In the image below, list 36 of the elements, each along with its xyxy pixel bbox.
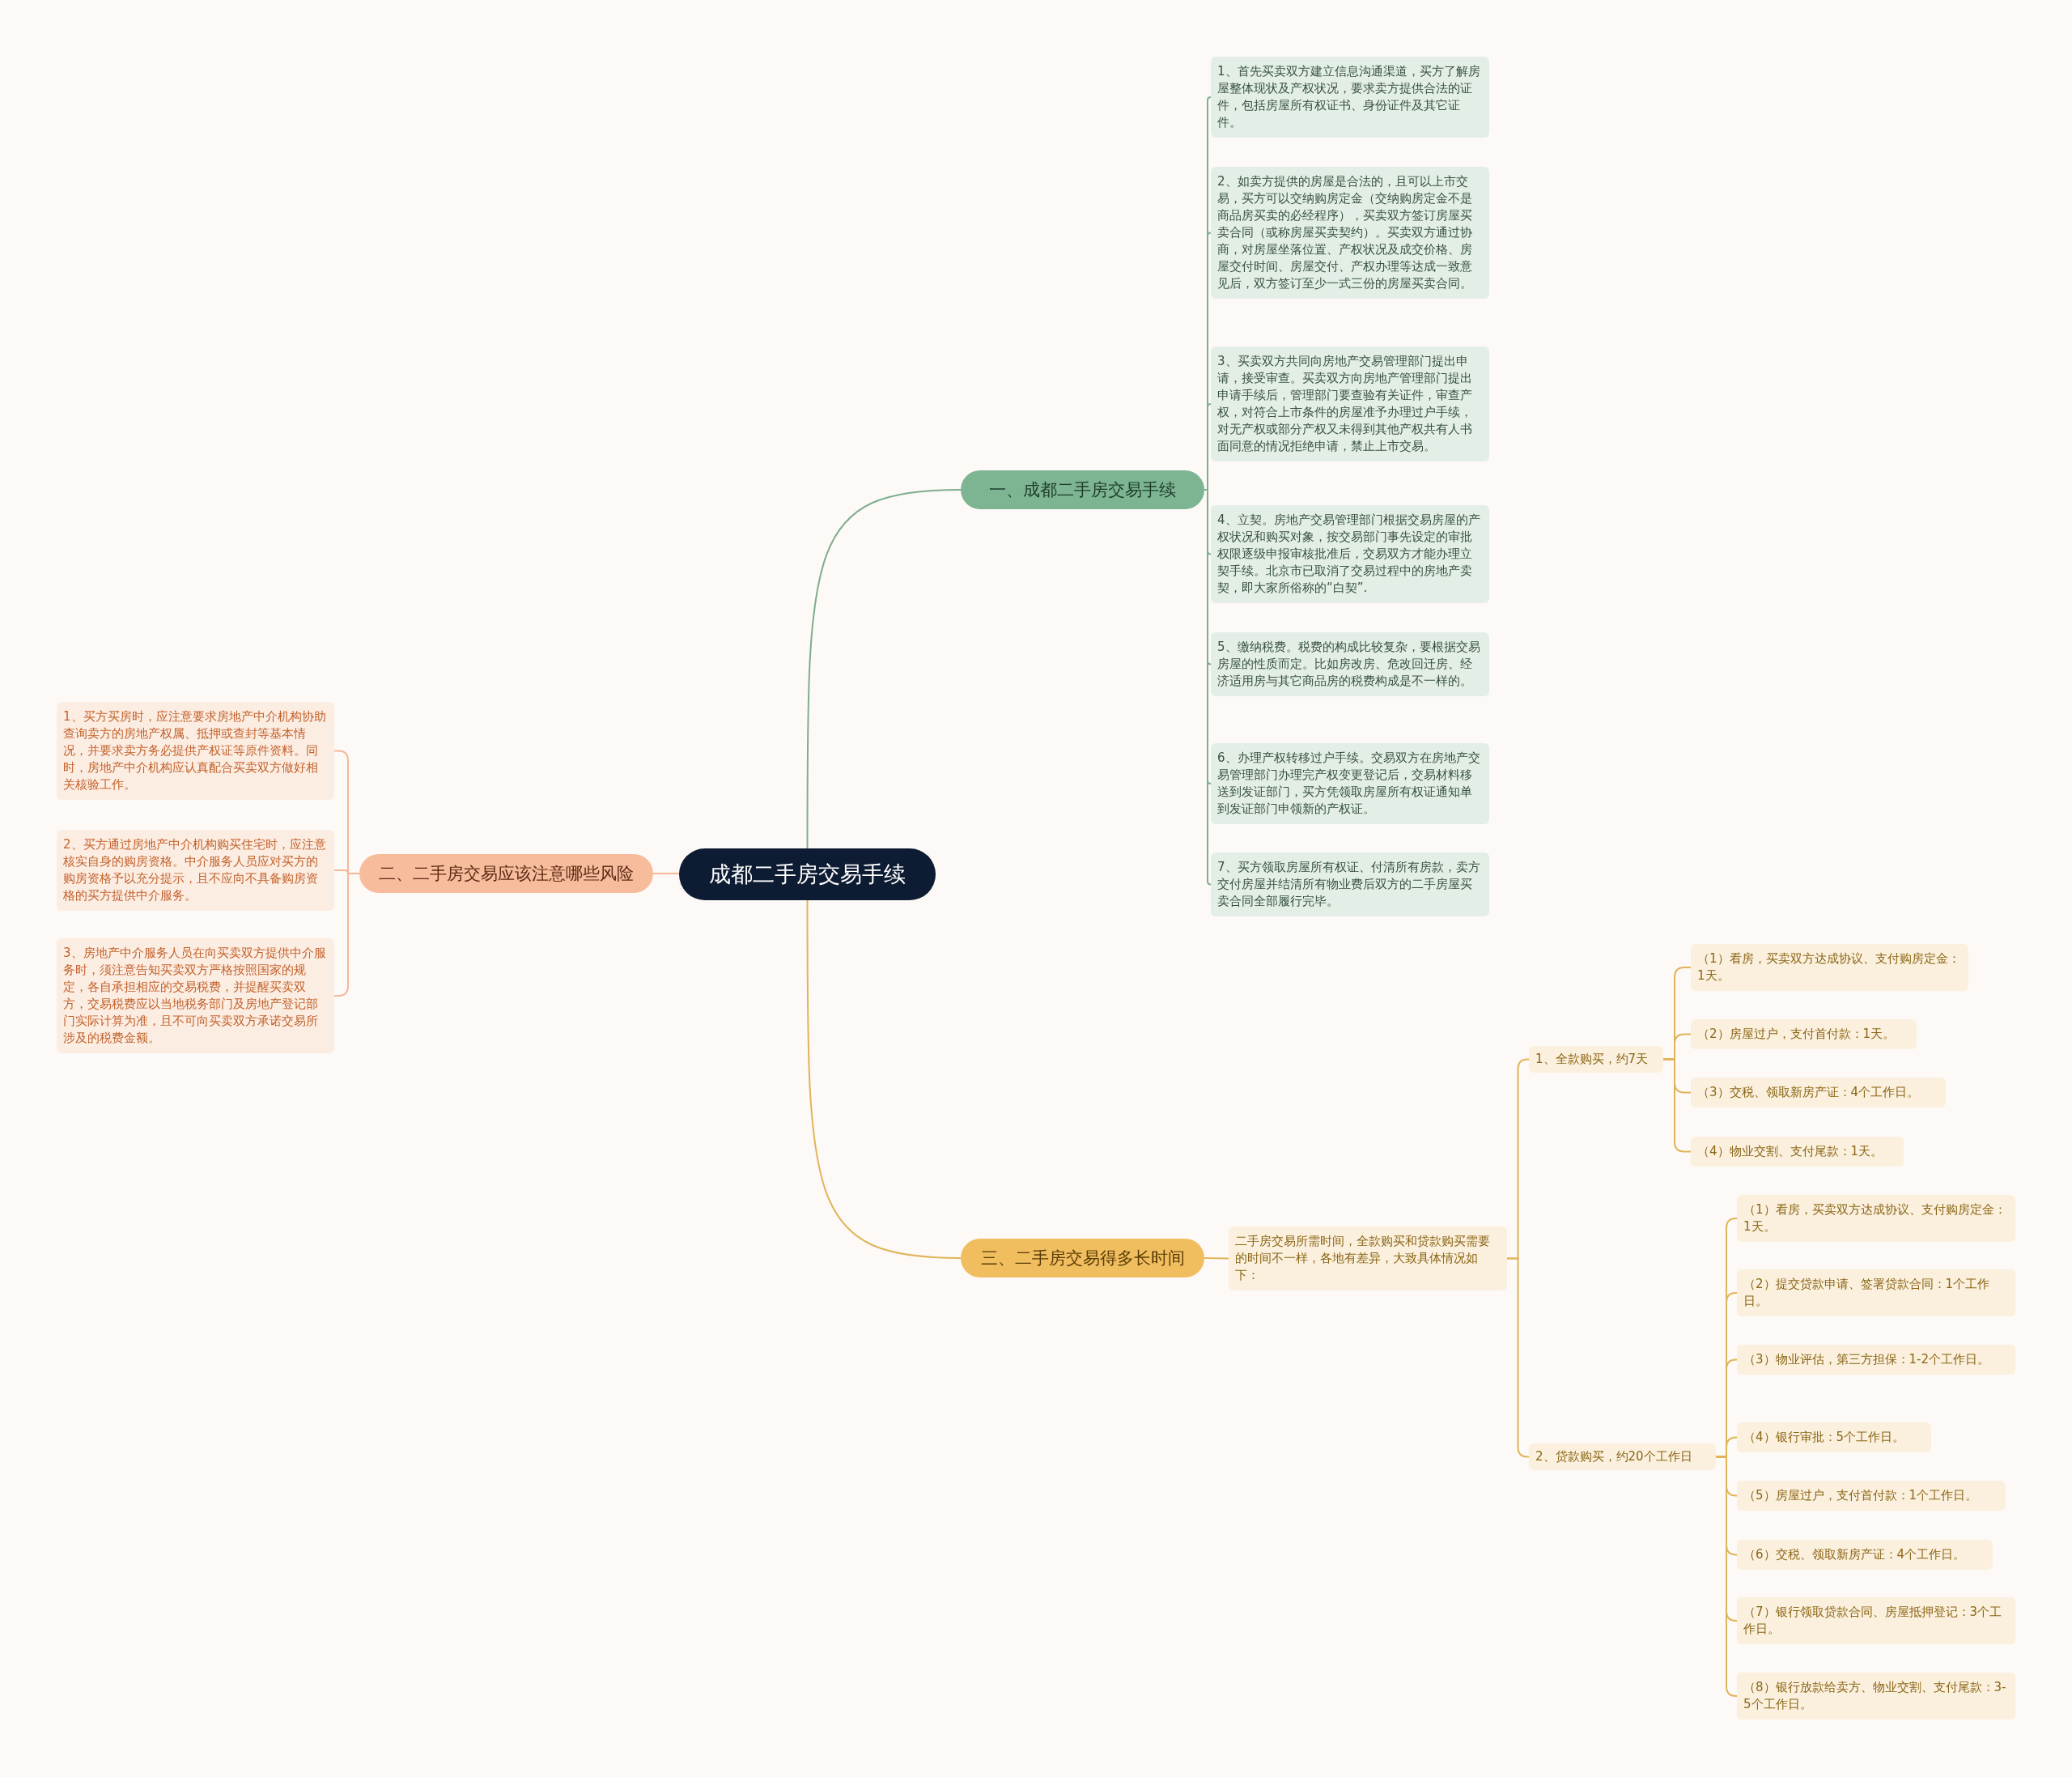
topic-card: 2、如卖方提供的房屋是合法的，且可以上市交易，买方可以交纳购房定金（交纳购房定金不是商品房买卖的必经程序），买卖双方签订房屋买卖合同（或称房屋买卖契约）。买卖双方通过协商，对房屋坐落位置、产权状况及成交价格、房屋交付时间、房屋交付、产权办理等达成一致意见后，双方签订至少一式三份的房屋买卖合同。 bbox=[1211, 167, 1489, 299]
topic-card: （5）房屋过户，支付首付款：1个工作日。 bbox=[1737, 1481, 2006, 1511]
branch-topic: 三、二手房交易得多长时间 bbox=[961, 1239, 1204, 1277]
topic-card: （6）交税、领取新房产证：4个工作日。 bbox=[1737, 1540, 1993, 1570]
topic-card: 1、买方买房时，应注意要求房地产中介机构协助查询卖方的房地产权属、抵押或查封等基本情况，并要求卖方务必提供产权证等原件资料。同时，房地产中介机构应认真配合买卖双方做好相关核验工作。 bbox=[57, 702, 334, 800]
connector-line bbox=[806, 489, 962, 849]
topic-card: 3、房地产中介服务人员在向买卖双方提供中介服务时，须注意告知买卖双方严格按照国家的规定，各自承担相应的交易税费，并提醒买卖双方，交易税费应以当地税务部门及房地产登记部门实际计算为准，且不可向买卖双方承诺交易所涉及的税费金额。 bbox=[57, 938, 334, 1053]
connector-line bbox=[1715, 1456, 1738, 1697]
topic-card: 5、缴纳税费。税费的构成比较复杂，要根据交易房屋的性质而定。比如房改房、危改回迁房、经济适用房与其它商品房的税费构成是不一样的。 bbox=[1211, 632, 1489, 696]
subtopic-card: 2、贷款购买，约20个工作日 bbox=[1529, 1443, 1716, 1470]
connector-line bbox=[1662, 1058, 1692, 1153]
topic-card: （3）物业评估，第三方担保：1-2个工作日。 bbox=[1737, 1345, 2015, 1375]
topic-card: 4、立契。房地产交易管理部门根据交易房屋的产权状况和购买对象，按交易部门事先设定的审批权限逐级申报审核批准后，交易双方才能办理立契手续。北京市已取消了交易过程中的房地产卖契，即大家所俗称的“白契”. bbox=[1211, 505, 1489, 603]
topic-card: （1）看房，买卖双方达成协议、支付购房定金：1天。 bbox=[1691, 944, 1968, 991]
topic-card: 1、首先买卖双方建立信息沟通渠道，买方了解房屋整体现状及产权状况，要求卖方提供合法的证件，包括房屋所有权证书、身份证件及其它证件。 bbox=[1211, 57, 1489, 138]
topic-card: 2、买方通过房地产中介机构购买住宅时，应注意核实自身的购房资格。中介服务人员应对买方的购房资格予以充分提示，且不应向不具备购房资格的买方提供中介服务。 bbox=[57, 830, 334, 911]
topic-card: 3、买卖双方共同向房地产交易管理部门提出申请，接受审查。买卖双方向房地产管理部门提出申请手续后，管理部门要查验有关证件，审查产权，对符合上市条件的房屋准予办理过户手续，对无产权或部分产权又未得到其他产权共有人书面同意的情况拒绝申请，禁止上市交易。 bbox=[1211, 346, 1489, 461]
branch-topic: 一、成都二手房交易手续 bbox=[961, 470, 1204, 509]
branch-topic: 二、二手房交易应该注意哪些风险 bbox=[359, 854, 653, 893]
topic-card: （2）房屋过户，支付首付款：1天。 bbox=[1691, 1019, 1917, 1049]
topic-card: 7、买方领取房屋所有权证、付清所有房款，卖方交付房屋并结清所有物业费后双方的二手房屋买卖合同全部履行完毕。 bbox=[1211, 852, 1489, 916]
topic-card: 6、办理产权转移过户手续。交易双方在房地产交易管理部门办理完产权变更登记后，交易材料移送到发证部门，买方凭领取房屋所有权证通知单到发证部门申领新的产权证。 bbox=[1211, 743, 1489, 824]
topic-card: （2）提交贷款申请、签署贷款合同：1个工作日。 bbox=[1737, 1269, 2015, 1316]
topic-card: （1）看房，买卖双方达成协议、支付购房定金：1天。 bbox=[1737, 1195, 2015, 1242]
topic-card: （8）银行放款给卖方、物业交割、支付尾款：3-5个工作日。 bbox=[1737, 1673, 2015, 1720]
connector-line bbox=[806, 899, 962, 1259]
connector-line bbox=[652, 873, 680, 874]
topic-card: （3）交税、领取新房产证：4个工作日。 bbox=[1691, 1078, 1946, 1107]
topic-card: （4）物业交割、支付尾款：1天。 bbox=[1691, 1137, 1904, 1167]
central-topic: 成都二手房交易手续 bbox=[679, 848, 936, 900]
connector-line bbox=[1506, 1257, 1530, 1458]
topic-card: （4）银行审批：5个工作日。 bbox=[1737, 1422, 1931, 1452]
subtopic-card: 1、全款购买，约7天 bbox=[1529, 1046, 1663, 1073]
topic-card: （7）银行领取贷款合同、房屋抵押登记：3个工作日。 bbox=[1737, 1597, 2015, 1644]
topic-card: 二手房交易所需时间，全款购买和贷款购买需要的时间不一样，各地有差异，大致具体情况如下： bbox=[1229, 1226, 1507, 1290]
connector-line bbox=[1204, 1257, 1229, 1260]
